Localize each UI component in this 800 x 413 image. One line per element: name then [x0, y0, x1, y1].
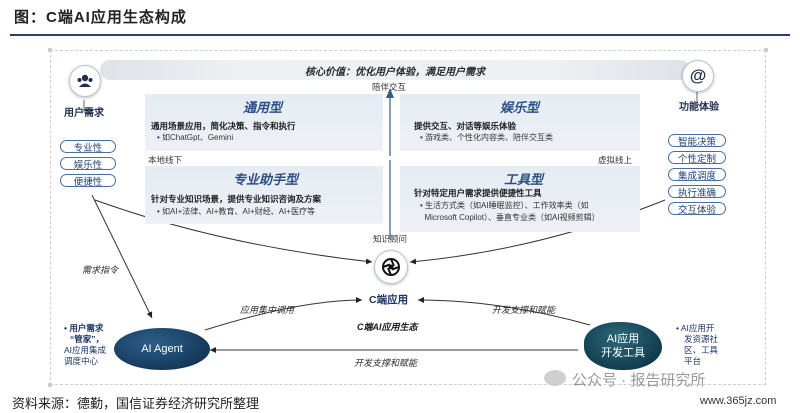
function-item-interaction: 交互体验 — [668, 202, 726, 216]
hub-label: C端应用 — [369, 294, 409, 306]
user-needs-icon-circle — [69, 65, 101, 97]
quadrant-entertainment-title: 娱乐型 — [500, 100, 540, 115]
page-title: 图：C端AI应用生态构成 — [14, 9, 187, 26]
agent-note-line: • 用户需求 — [64, 323, 104, 333]
dev-tools-note-line: 发资源社 — [684, 334, 719, 344]
quadrant-general-head: 通用场景应用，简化决策、指令和执行 — [151, 121, 296, 131]
function-item-scheduling: 集成调度 — [668, 168, 726, 182]
quadrant-general-title: 通用型 — [243, 100, 283, 115]
quadrant-professional-title: 专业助手型 — [233, 172, 299, 187]
user-need-convenience: 便捷性 — [60, 174, 116, 188]
core-value-bar: 核心价值：优化用户体验，满足用户需求 — [100, 60, 690, 80]
demand-arrow — [91, 194, 153, 319]
dev-tools-note-line: 区、工具 — [684, 345, 719, 355]
quadrant-professional: 专业助手型 针对专业知识场景，提供专业知识咨询及方案 • 如AI+法律、AI+教… — [145, 166, 383, 224]
quadrant-professional-item: • 如AI+法律、AI+教育、AI+财经、AI+医疗等 — [157, 207, 315, 216]
ai-agent-node: AI Agent — [114, 328, 210, 370]
user-needs-label: 用户需求 — [64, 108, 104, 119]
app-call-arrow-label: 应用集中调用 — [240, 305, 295, 315]
quadrant-tools-head: 针对特定用户需求提供便捷性工具 — [414, 188, 542, 198]
at-sign-icon: @ — [689, 66, 707, 85]
agent-note-line: AI应用集成 — [64, 345, 107, 355]
frame-corner-dot — [48, 48, 52, 52]
dev-support-bottom-label: 开发支撑和赋能 — [354, 358, 418, 368]
quadrant-professional-head: 针对专业知识场景，提供专业知识咨询及方案 — [151, 194, 322, 204]
axis-label-right: 虚拟线上 — [598, 155, 633, 165]
watermark-text: 公众号 · 报告研究所 — [572, 372, 706, 389]
quadrant-tools: 工具型 针对特定用户需求提供便捷性工具 • 生活方式类（如AI睡眠监控）、工作效… — [400, 166, 640, 232]
function-item-accuracy: 执行准确 — [668, 185, 726, 199]
dev-support-right-label: 开发支撑和赋能 — [492, 305, 556, 315]
function-item-customization: 个性定制 — [668, 151, 726, 165]
dev-tools-note-line: • AI应用开 — [676, 323, 715, 333]
quadrant-tools-title: 工具型 — [504, 172, 544, 187]
title-divider — [10, 34, 790, 36]
hub-icon-circle — [374, 250, 408, 284]
ecosystem-label: C端AI应用生态 — [357, 322, 418, 332]
quadrant-tools-item-2: Microsoft Copilot）、垂直专业类（如AI视频剪辑） — [420, 213, 600, 222]
axis-label-left: 本地线下 — [148, 155, 183, 165]
agent-note-line: 调度中心 — [64, 356, 99, 366]
function-experience-label: 功能体验 — [679, 102, 719, 113]
dev-tools-node: AI应用 开发工具 — [584, 322, 662, 370]
axis-label-top: 陪伴交互 — [372, 82, 407, 92]
watermark-url: www.365jz.com — [700, 395, 777, 407]
quadrant-entertainment: 娱乐型 提供交互、对话等娱乐体验 • 游戏类、个性化内容类、陪伴交互类 — [400, 94, 640, 151]
frame-corner-dot — [764, 48, 768, 52]
wechat-icon — [544, 370, 566, 386]
dev-tools-note: • AI应用开 发资源社 区、工具 平台 — [676, 323, 718, 367]
quadrant-general-item: • 如ChatGpt、Gemini — [157, 133, 234, 142]
agent-note: • 用户需求 “管家”， AI应用集成 调度中心 — [64, 323, 106, 367]
quadrant-tools-item-1: • 生活方式类（如AI睡眠监控）、工作效率类（如 — [420, 201, 589, 210]
dev-support-right-arrow — [417, 297, 591, 326]
demand-arrow-label: 需求指令 — [82, 265, 119, 275]
diagram-frame — [50, 50, 766, 385]
users-icon — [77, 74, 93, 87]
user-need-professional: 专业性 — [60, 140, 116, 154]
app-call-arrow — [204, 297, 363, 331]
frame-corner-dot — [48, 383, 52, 387]
quadrant-entertainment-head: 提供交互、对话等娱乐体验 — [414, 121, 517, 131]
quadrant-general: 通用型 通用场景应用，简化决策、指令和执行 • 如ChatGpt、Gemini — [145, 94, 383, 151]
function-experience-icon-circle: @ — [682, 60, 714, 92]
axis-label-bottom: 知识顾问 — [373, 234, 408, 244]
professional-to-hub-curve — [94, 199, 373, 265]
dev-tools-label-line2: 开发工具 — [601, 347, 645, 359]
dev-tools-note-line: 平台 — [684, 356, 702, 366]
dev-tools-label-line1: AI应用 — [606, 333, 640, 345]
aperture-icon — [382, 258, 400, 276]
user-need-entertainment: 娱乐性 — [60, 157, 116, 171]
quadrant-entertainment-item: • 游戏类、个性化内容类、陪伴交互类 — [420, 133, 554, 142]
agent-note-line: “管家”， — [70, 334, 105, 344]
source-note: 资料来源：德勤，国信证券经济研究所整理 — [12, 396, 260, 411]
function-item-decision: 智能决策 — [668, 134, 726, 148]
